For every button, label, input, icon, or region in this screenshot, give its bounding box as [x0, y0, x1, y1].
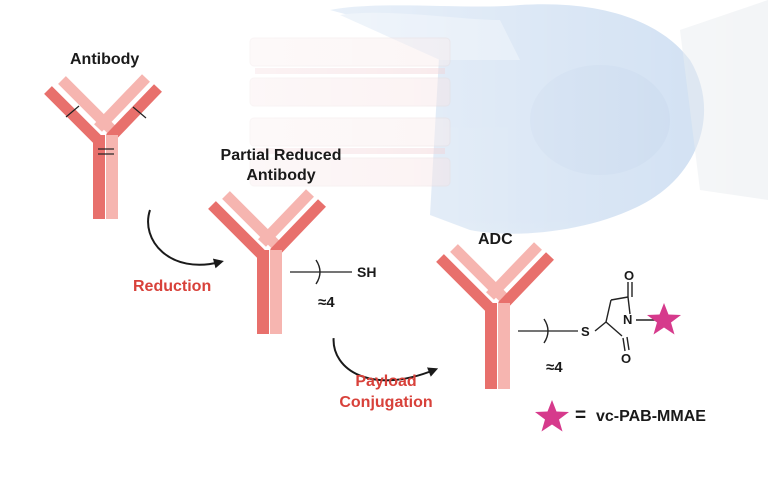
label-adc: ADC	[478, 231, 513, 248]
label-payload-conjugation: Payload Conjugation	[336, 371, 436, 413]
curved-arrow-icon	[147, 209, 224, 269]
curved-arrow-icon	[332, 338, 439, 382]
legend-equals: =	[575, 405, 587, 426]
star-icon	[647, 303, 681, 335]
antibody-adc	[436, 242, 578, 389]
legend-text: vc-PAB-MMAE	[596, 408, 706, 425]
atom-n: N	[623, 312, 633, 327]
antibody-intact	[44, 74, 162, 219]
label-antibody: Antibody	[70, 51, 140, 68]
bracket	[543, 318, 549, 344]
label-dar-partial: ≈4	[318, 294, 335, 311]
bracket	[315, 259, 321, 285]
atom-s: S	[581, 324, 590, 339]
atom-o-bottom: O	[621, 351, 632, 366]
label-partial-reduced-line2: Antibody	[246, 167, 316, 184]
label-payload-line2: Conjugation	[339, 394, 433, 411]
label-sh: SH	[357, 264, 377, 280]
label-dar-adc: ≈4	[546, 359, 563, 376]
label-reduction: Reduction	[133, 278, 212, 295]
label-partial-reduced-line1: Partial Reduced	[220, 147, 342, 164]
disulfide-bond	[65, 105, 80, 118]
label-partial-reduced: Partial Reduced Antibody	[208, 146, 354, 186]
legend-star-icon	[535, 400, 569, 432]
atom-o-top: O	[624, 268, 635, 283]
antibody-partial-reduced	[208, 189, 352, 334]
label-payload-line1: Payload	[355, 373, 417, 390]
disulfide-bond	[132, 106, 147, 119]
